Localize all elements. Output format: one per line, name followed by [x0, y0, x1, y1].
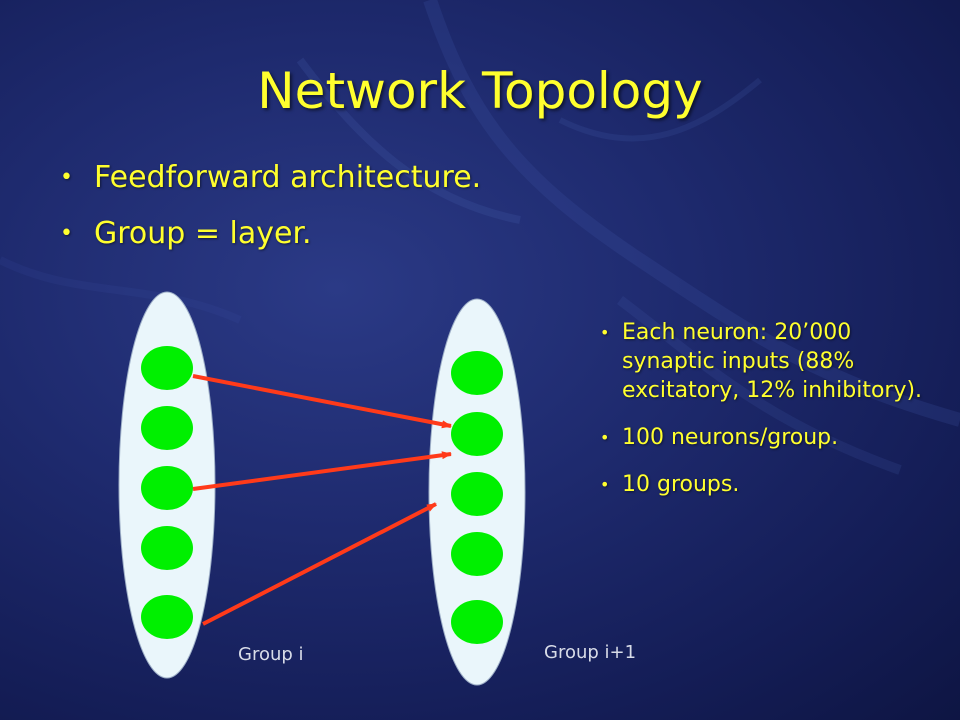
neuron — [141, 526, 193, 570]
connection-arrow — [192, 374, 452, 429]
connection-arrows — [192, 374, 452, 626]
neuron — [451, 412, 503, 456]
group-i-label: Group i — [238, 644, 304, 665]
bullet-dot-icon: • — [60, 165, 73, 190]
neuron — [141, 346, 193, 390]
neuron — [451, 600, 503, 644]
bullet-dot-icon: • — [60, 221, 73, 246]
detail-item: • 100 neurons/group. — [600, 423, 940, 452]
bullet-dot-icon: • — [600, 323, 610, 342]
detail-item: • Each neuron: 20’000 synaptic inputs (8… — [600, 318, 940, 405]
connection-arrow — [202, 502, 437, 626]
bullet-item: • Group = layer. — [60, 206, 481, 262]
neuron — [451, 472, 503, 516]
detail-list: • Each neuron: 20’000 synaptic inputs (8… — [600, 318, 940, 517]
bullet-dot-icon: • — [600, 475, 610, 494]
group-i-neurons — [141, 346, 193, 639]
group-i-plus-1-neurons — [451, 351, 503, 644]
detail-text: 10 groups. — [622, 472, 740, 497]
neuron — [451, 532, 503, 576]
connection-arrow — [192, 451, 452, 491]
bullet-item: • Feedforward architecture. — [60, 150, 481, 206]
slide-title: Network Topology — [257, 62, 703, 120]
bullet-text: Group = layer. — [94, 216, 312, 251]
neuron — [141, 595, 193, 639]
neuron — [451, 351, 503, 395]
detail-item: • 10 groups. — [600, 470, 940, 499]
bullet-dot-icon: • — [600, 428, 610, 447]
group-i-plus-1-label: Group i+1 — [544, 642, 637, 663]
detail-text: Each neuron: 20’000 synaptic inputs (88%… — [622, 320, 923, 403]
bullet-list: • Feedforward architecture. • Group = la… — [60, 150, 481, 262]
bullet-text: Feedforward architecture. — [94, 160, 482, 195]
neuron — [141, 466, 193, 510]
detail-text: 100 neurons/group. — [622, 425, 839, 450]
neuron — [141, 406, 193, 450]
